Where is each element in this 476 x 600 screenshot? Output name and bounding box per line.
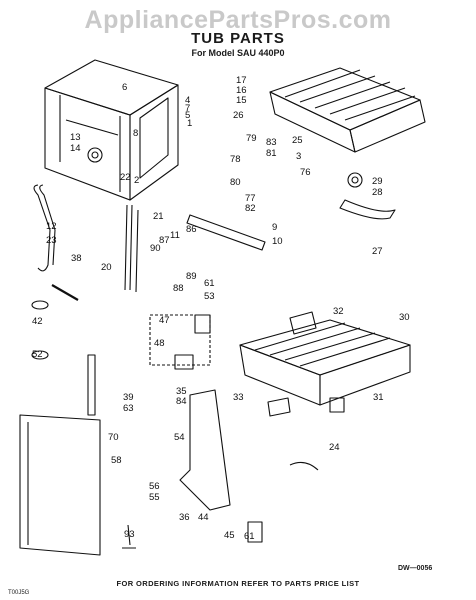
callout-79: 79 xyxy=(246,133,257,144)
callout-53: 53 xyxy=(204,291,215,302)
callout-89: 89 xyxy=(186,271,197,282)
door-panel xyxy=(19,414,101,556)
callout-39: 39 xyxy=(123,392,134,403)
callout-3: 3 xyxy=(296,151,301,162)
callout-2: 2 xyxy=(134,175,139,186)
callout-36: 36 xyxy=(179,512,190,523)
lower-rack xyxy=(239,319,411,406)
callout-24: 24 xyxy=(329,442,340,453)
callout-8: 8 xyxy=(133,128,138,139)
callout-7: 7 xyxy=(185,103,190,114)
callout-4: 4 xyxy=(185,95,190,106)
callout-76: 76 xyxy=(300,167,311,178)
callout-32: 32 xyxy=(333,306,344,317)
ordering-footer: FOR ORDERING INFORMATION REFER TO PARTS … xyxy=(116,579,360,588)
callout-38: 38 xyxy=(71,253,82,264)
callout-12: 12 xyxy=(46,221,57,232)
callout-42: 42 xyxy=(32,316,43,327)
callout-29: 29 xyxy=(372,176,383,187)
callout-48: 48 xyxy=(154,338,165,349)
callout-33: 33 xyxy=(233,392,244,403)
callout-labels: 1 2 3 4 5 6 7 8 9 10 11 12 13 14 15 16 1… xyxy=(32,75,410,542)
callout-82: 82 xyxy=(245,203,256,214)
callout-27: 27 xyxy=(372,246,383,257)
callout-44: 44 xyxy=(198,512,209,523)
callout-93: 93 xyxy=(124,529,135,540)
callout-61-b: 61 xyxy=(244,531,255,542)
callout-17: 17 xyxy=(236,75,247,86)
callout-52: 52 xyxy=(32,349,43,360)
callout-21: 21 xyxy=(153,211,164,222)
callout-87: 87 xyxy=(159,235,170,246)
callout-47: 47 xyxy=(159,315,170,326)
callout-25: 25 xyxy=(292,135,303,146)
callout-88: 88 xyxy=(173,283,184,294)
callout-63: 63 xyxy=(123,403,134,414)
callout-10: 10 xyxy=(272,236,283,247)
callout-61: 61 xyxy=(204,278,215,289)
callout-80: 80 xyxy=(230,177,241,188)
callout-1: 1 xyxy=(187,118,192,129)
callout-83: 83 xyxy=(266,137,277,148)
callout-78: 78 xyxy=(230,154,241,165)
callout-30: 30 xyxy=(399,312,410,323)
callout-13: 13 xyxy=(70,132,81,143)
callout-20: 20 xyxy=(101,262,112,273)
model-subtitle: For Model SAU 440P0 xyxy=(191,48,285,58)
callout-35: 35 xyxy=(176,386,187,397)
callout-31: 31 xyxy=(373,392,384,403)
callout-14: 14 xyxy=(70,143,81,154)
callout-55: 55 xyxy=(149,492,160,503)
watermark: AppliancePartsPros.com xyxy=(84,6,392,34)
callout-5: 5 xyxy=(185,110,190,121)
callout-54: 54 xyxy=(174,432,185,443)
callout-77: 77 xyxy=(245,193,256,204)
diagram-title: TUB PARTS xyxy=(191,30,285,47)
callout-9: 9 xyxy=(272,222,277,233)
callout-28: 28 xyxy=(372,187,383,198)
callout-6: 6 xyxy=(122,82,127,93)
callout-16: 16 xyxy=(236,85,247,96)
callout-45: 45 xyxy=(224,530,235,541)
callout-81: 81 xyxy=(266,148,277,159)
callout-22: 22 xyxy=(120,172,131,183)
callout-70: 70 xyxy=(108,432,119,443)
corner-mark: T00J5G xyxy=(8,590,30,596)
upper-rack xyxy=(269,67,426,153)
callout-11: 11 xyxy=(170,230,180,241)
callout-90: 90 xyxy=(150,243,161,254)
callout-84: 84 xyxy=(176,396,187,407)
drawing-code: DW—0056 xyxy=(398,565,433,572)
tub-part xyxy=(44,59,179,201)
callout-26: 26 xyxy=(233,110,244,121)
callout-58: 58 xyxy=(111,455,122,466)
callout-86: 86 xyxy=(186,224,197,235)
callout-23: 23 xyxy=(46,235,57,246)
drain-hose xyxy=(33,184,51,272)
callout-56: 56 xyxy=(149,481,160,492)
callout-15: 15 xyxy=(236,95,247,106)
